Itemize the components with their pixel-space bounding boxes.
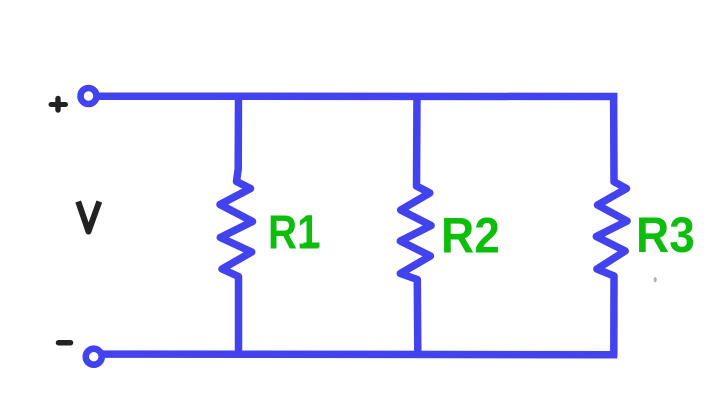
svg-text:R1: R1 xyxy=(268,206,320,259)
svg-text:R2: R2 xyxy=(441,209,500,264)
svg-text:R3: R3 xyxy=(636,208,695,263)
